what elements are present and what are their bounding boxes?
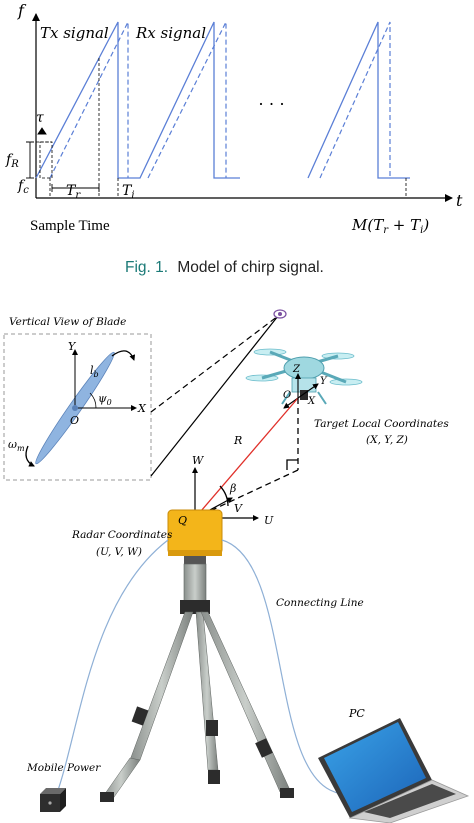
eye-icon bbox=[273, 309, 287, 319]
total-time-label: M(Tr + Ti) bbox=[351, 216, 429, 236]
blade-lb-label: lb bbox=[90, 364, 99, 379]
radar-q-label: Q bbox=[178, 514, 187, 527]
range-vector bbox=[194, 397, 299, 519]
t-i-label: Ti bbox=[122, 183, 135, 201]
tau-label: τ bbox=[36, 110, 44, 126]
target-y-label: Y bbox=[320, 376, 328, 387]
tx-signal-line bbox=[35, 21, 410, 179]
connecting-line-label: Connecting Line bbox=[276, 597, 364, 609]
mobile-power-label: Mobile Power bbox=[26, 762, 101, 774]
t-r-label: Tr bbox=[66, 183, 81, 201]
radar-caption-1: Radar Coordinates bbox=[71, 529, 173, 541]
target-caption-2: (X, Y, Z) bbox=[366, 434, 408, 446]
radar-v-label: V bbox=[234, 502, 243, 515]
blade-o-label: O bbox=[70, 414, 79, 427]
blade-x-label: X bbox=[137, 402, 147, 415]
chirp-x-axis-label: t bbox=[456, 191, 463, 210]
chirp-ellipsis: · · · bbox=[258, 94, 285, 114]
target-caption-1: Target Local Coordinates bbox=[314, 418, 449, 430]
drone-icon bbox=[245, 348, 363, 405]
blade-y-label: Y bbox=[68, 340, 77, 353]
radar-device bbox=[167, 509, 223, 564]
zoom-lines bbox=[150, 315, 279, 477]
blade-inset: Vertical View of Blade Y X O lb ψ0 ωm bbox=[3, 316, 152, 481]
figure-caption-text: Model of chirp signal. bbox=[177, 259, 323, 276]
blade-inset-title: Vertical View of Blade bbox=[9, 316, 126, 328]
rx-signal-line bbox=[49, 21, 391, 179]
tx-signal-label: Tx signal bbox=[40, 24, 109, 42]
beta-label: β bbox=[229, 482, 236, 495]
pc-label: PC bbox=[348, 707, 365, 720]
blade-psi-label: ψ0 bbox=[98, 392, 112, 407]
mobile-power-icon bbox=[40, 788, 66, 812]
rx-signal-label: Rx signal bbox=[135, 24, 206, 42]
target-x-label: X bbox=[307, 396, 316, 407]
figure-caption-number: Fig. 1. bbox=[125, 259, 168, 276]
chirp-plot: f t bbox=[5, 1, 463, 236]
target-axes bbox=[283, 373, 319, 409]
range-label: R bbox=[233, 434, 242, 447]
blade-omega-label: ωm bbox=[8, 438, 25, 453]
f-r-label: fR bbox=[5, 152, 19, 170]
radar-u-label: U bbox=[264, 514, 274, 527]
chirp-guides bbox=[26, 58, 407, 198]
tripod bbox=[100, 563, 294, 802]
sample-time-label: Sample Time bbox=[30, 218, 110, 234]
target-z-label: Z bbox=[292, 364, 301, 375]
radar-caption-2: (U, V, W) bbox=[96, 546, 142, 558]
chirp-y-axis-label: f bbox=[17, 1, 27, 20]
radar-w-label: W bbox=[192, 454, 205, 467]
laptop-icon bbox=[318, 718, 470, 823]
f-c-label: fc bbox=[17, 178, 29, 196]
target-o-label: O bbox=[283, 390, 291, 401]
chirp-brackets bbox=[26, 127, 100, 192]
figure-caption: Fig. 1. Model of chirp signal. bbox=[125, 259, 324, 276]
